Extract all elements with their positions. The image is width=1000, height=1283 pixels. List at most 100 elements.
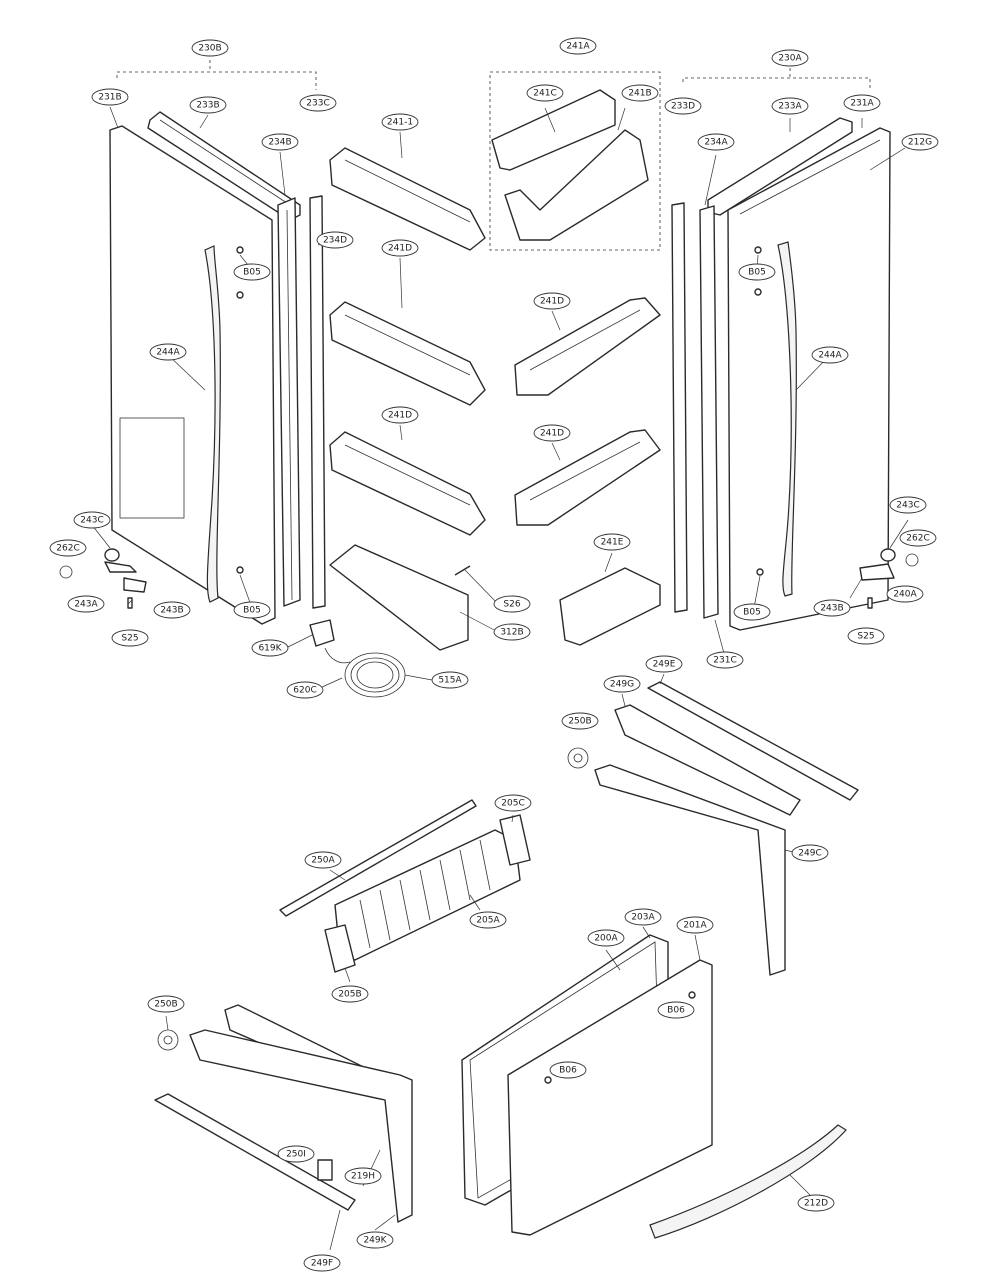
callout-250b-1: 250B bbox=[561, 712, 599, 730]
drawer-rail-left bbox=[189, 1029, 413, 1223]
callout-bubble bbox=[657, 1001, 695, 1019]
callout-bubble bbox=[645, 655, 683, 673]
callout-bubble bbox=[901, 133, 939, 151]
callout-bubble bbox=[381, 113, 419, 131]
callout-bubble bbox=[791, 844, 829, 862]
callout-label: 241C bbox=[533, 89, 556, 99]
left-door-panel bbox=[109, 125, 276, 625]
callout-label: 200A bbox=[594, 934, 618, 944]
callout-249k: 249K bbox=[356, 1231, 394, 1249]
callout-label: 205B bbox=[338, 990, 361, 1000]
center-bins bbox=[329, 71, 661, 651]
callout-bubble bbox=[331, 985, 369, 1003]
callout-bubble bbox=[431, 671, 469, 689]
upper-rail-right bbox=[647, 681, 859, 801]
callout-bubble bbox=[593, 533, 631, 551]
callout-label: 241A bbox=[566, 42, 590, 52]
callout-bubble bbox=[153, 601, 191, 619]
callout-bubble bbox=[813, 599, 851, 617]
callout-234a: 234A bbox=[697, 133, 735, 151]
callout-label: 241B bbox=[628, 89, 651, 99]
door-bin-right-middle bbox=[514, 297, 661, 396]
callout-s25-l: S25 bbox=[111, 629, 149, 647]
lower-rail-left bbox=[154, 1093, 356, 1211]
callout-219h: 219H bbox=[344, 1167, 382, 1185]
callout-b06-1: B06 bbox=[657, 1001, 695, 1019]
callout-234b: 234B bbox=[261, 133, 299, 151]
callout-label: 233A bbox=[778, 102, 802, 112]
callout-249f: 249F bbox=[303, 1254, 341, 1272]
callout-label: 249G bbox=[610, 680, 634, 690]
callout-label: 620C bbox=[293, 686, 316, 696]
callout-bubble bbox=[811, 346, 849, 364]
callout-label: 250B bbox=[568, 717, 591, 727]
bin-frame bbox=[504, 129, 649, 241]
callout-233d: 233D bbox=[664, 97, 702, 115]
callout-label: 241E bbox=[601, 538, 624, 548]
callout-b05-r1: B05 bbox=[738, 263, 776, 281]
callout-250i: 250I bbox=[277, 1145, 315, 1163]
callout-bubble bbox=[381, 406, 419, 424]
callout-label: 243C bbox=[80, 516, 103, 526]
callout-bubble bbox=[49, 539, 87, 557]
callout-bubble bbox=[277, 1145, 315, 1163]
callout-label: 241D bbox=[540, 297, 564, 307]
callout-249c: 249C bbox=[791, 844, 829, 862]
callout-240a: 240A bbox=[886, 585, 924, 603]
callout-250b-2: 250B bbox=[147, 995, 185, 1013]
callout-label: 312B bbox=[500, 628, 523, 638]
right-door-panel bbox=[727, 127, 891, 631]
callout-label: 241-1 bbox=[387, 118, 413, 128]
callout-label: 262C bbox=[906, 534, 929, 544]
callout-bubble bbox=[886, 585, 924, 603]
callout-bubble bbox=[771, 49, 809, 67]
door-bin-left-middle bbox=[329, 301, 486, 406]
callout-230a: 230A bbox=[771, 49, 809, 67]
callout-bubble bbox=[847, 627, 885, 645]
callout-bubble bbox=[676, 916, 714, 934]
callout-bubble bbox=[189, 96, 227, 114]
door-bin-left-lower bbox=[329, 431, 486, 536]
callout-bubble bbox=[304, 851, 342, 869]
callout-241d-1: 241D bbox=[381, 239, 419, 257]
callout-label: 234D bbox=[323, 236, 347, 246]
callout-203a: 203A bbox=[624, 908, 662, 926]
callout-label: B05 bbox=[243, 268, 261, 278]
callout-bubble bbox=[493, 623, 531, 641]
roller-left bbox=[157, 1029, 179, 1051]
callout-label: 219H bbox=[351, 1172, 375, 1182]
callout-bubble bbox=[67, 595, 105, 613]
callout-201a: 201A bbox=[676, 916, 714, 934]
callout-bubble bbox=[771, 97, 809, 115]
callout-bubble bbox=[261, 133, 299, 151]
dispenser-plate bbox=[329, 544, 469, 651]
callout-515a: 515A bbox=[431, 671, 469, 689]
callout-bubble bbox=[738, 263, 776, 281]
callout-249e: 249E bbox=[645, 655, 683, 673]
callout-bubble bbox=[251, 639, 289, 657]
callout-label: B05 bbox=[743, 608, 761, 618]
callout-label: 243B bbox=[820, 604, 843, 614]
callout-231c: 231C bbox=[706, 651, 744, 669]
callout-233c: 233C bbox=[299, 94, 337, 112]
callout-label: 231B bbox=[98, 93, 121, 103]
callout-205c: 205C bbox=[494, 794, 532, 812]
callout-bubble bbox=[191, 39, 229, 57]
callout-241a: 241A bbox=[559, 37, 597, 55]
callout-250a: 250A bbox=[304, 851, 342, 869]
callout-bubble bbox=[533, 292, 571, 310]
callout-241-1: 241-1 bbox=[381, 113, 419, 131]
callout-bubble bbox=[549, 1061, 587, 1079]
callout-205a: 205A bbox=[469, 911, 507, 929]
callout-label: 203A bbox=[631, 913, 655, 923]
callout-bubble bbox=[624, 908, 662, 926]
callout-bubble bbox=[526, 84, 564, 102]
callout-243b-l: 243B bbox=[153, 601, 191, 619]
callout-bubble bbox=[706, 651, 744, 669]
callout-label: 240A bbox=[893, 590, 917, 600]
drawer-rail-right bbox=[594, 764, 786, 976]
callout-244a-r: 244A bbox=[811, 346, 849, 364]
left-door-handle bbox=[204, 245, 221, 603]
callout-241c: 241C bbox=[526, 84, 564, 102]
